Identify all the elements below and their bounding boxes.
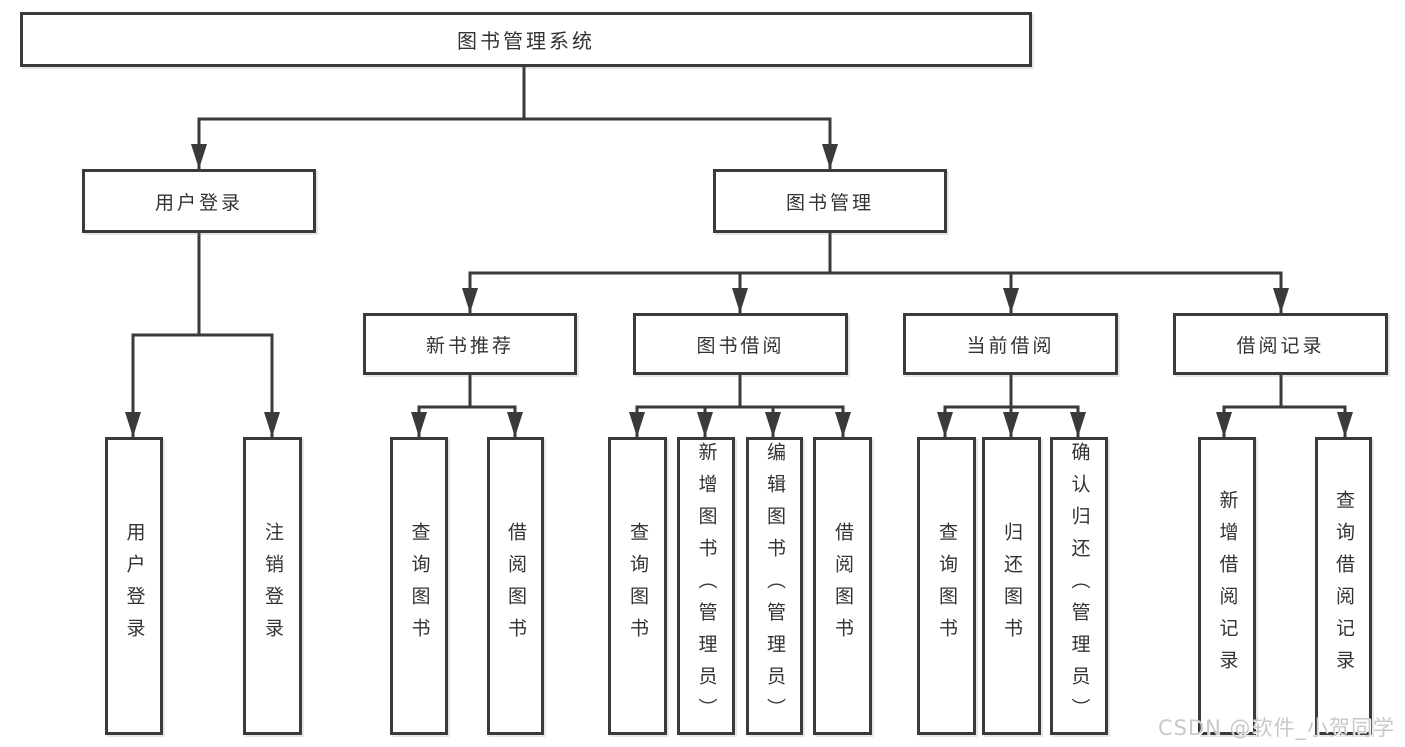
leaf-borrow-books-recommend: 借阅图书 (487, 437, 544, 735)
node-label: 查询图书 (936, 522, 958, 650)
leaf-query-borrow-record: 查询借阅记录 (1315, 437, 1372, 735)
leaf-query-books-recommend: 查询图书 (390, 437, 448, 735)
node-label: 查询图书 (627, 522, 649, 650)
leaf-add-borrow-record: 新增借阅记录 (1198, 437, 1256, 735)
node-label: 确认归还（管理员） (1068, 442, 1091, 730)
node-new-book-recommend: 新书推荐 (363, 313, 577, 375)
leaf-confirm-return-admin: 确认归还（管理员） (1050, 437, 1108, 735)
node-label: 新增借阅记录 (1216, 490, 1239, 682)
node-library-management-system: 图书管理系统 (20, 12, 1032, 67)
node-book-management-branch: 图书管理 (713, 169, 947, 233)
node-label: 借阅图书 (832, 522, 854, 650)
leaf-logout: 注销登录 (243, 437, 302, 735)
arrowheads (125, 144, 1353, 437)
node-label: 注销登录 (262, 522, 284, 650)
csdn-watermark: CSDN @软件_小贺同学 (1158, 716, 1396, 740)
leaf-query-books-current: 查询图书 (917, 437, 976, 735)
node-label: 用户登录 (123, 522, 146, 650)
node-book-borrowing: 图书借阅 (633, 313, 848, 375)
leaf-borrow-books-borrow: 借阅图书 (813, 437, 872, 735)
node-user-login-branch: 用户登录 (82, 169, 316, 233)
node-label: 借阅记录 (1236, 334, 1325, 357)
leaf-add-book-admin: 新增图书（管理员） (677, 437, 735, 735)
node-current-borrowing: 当前借阅 (903, 313, 1118, 375)
node-label: 编辑图书（管理员） (764, 442, 786, 730)
node-label: 用户登录 (154, 191, 243, 214)
leaf-return-book: 归还图书 (982, 437, 1041, 735)
node-borrowing-records: 借阅记录 (1173, 313, 1388, 375)
node-label: 新书推荐 (425, 334, 514, 357)
leaf-query-books-borrow: 查询图书 (608, 437, 667, 735)
leaf-user-login: 用户登录 (105, 437, 163, 735)
node-label: 当前借阅 (966, 334, 1055, 357)
node-label: 新增图书（管理员） (695, 442, 718, 730)
node-label: 查询借阅记录 (1333, 490, 1355, 682)
node-label: 借阅图书 (505, 522, 527, 650)
node-label: 归还图书 (1001, 522, 1023, 650)
node-label: 图书管理 (785, 191, 874, 214)
node-label: 图书借阅 (696, 334, 785, 357)
node-label: 图书管理系统 (457, 29, 595, 53)
node-label: 查询图书 (408, 522, 431, 650)
leaf-edit-book-admin: 编辑图书（管理员） (746, 437, 803, 735)
